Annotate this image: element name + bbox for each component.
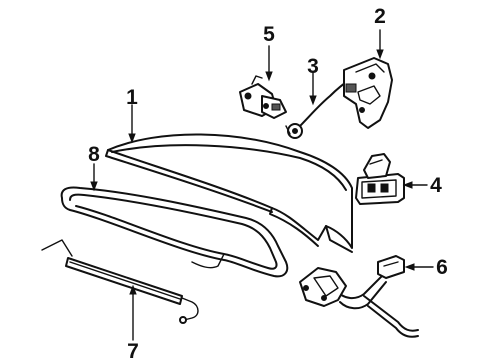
release-cable — [285, 77, 353, 139]
leader-lines — [90, 29, 434, 341]
callout-2: 2 — [374, 5, 386, 28]
callout-5: 5 — [263, 23, 275, 46]
trunk-lid — [105, 133, 353, 253]
latch-striker — [355, 153, 405, 205]
callout-1: 1 — [126, 86, 138, 109]
lock-cylinder — [239, 75, 287, 119]
callout-6: 6 — [436, 256, 448, 279]
trunk-latch — [343, 57, 393, 129]
support-rod — [41, 239, 199, 324]
weatherstrip — [60, 186, 289, 278]
callout-3: 3 — [307, 55, 319, 78]
callout-7: 7 — [127, 340, 139, 360]
callout-8: 8 — [88, 143, 100, 166]
release-solenoid — [299, 255, 419, 338]
callout-4: 4 — [430, 174, 442, 197]
